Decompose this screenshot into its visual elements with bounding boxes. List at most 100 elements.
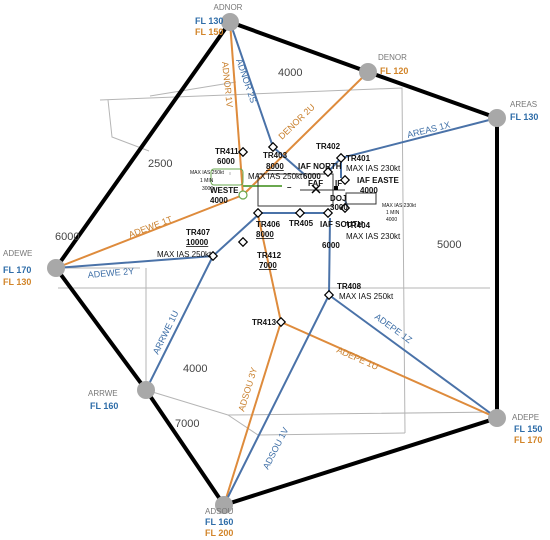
fix-tr413 (275, 316, 287, 328)
entry-denor-fl1: FL 120 (380, 66, 408, 76)
entry-adnor-fl2: FL 150 (195, 27, 223, 37)
route-label-adepe-1u: ADEPE 1U (335, 345, 380, 372)
fix-alt-iaf-north: 6000 (303, 172, 321, 181)
entry-adepe (488, 409, 506, 427)
fix-tr411 (237, 146, 249, 158)
if-marker (334, 186, 338, 190)
route-label-adewe-2y: ADEWE 2Y (87, 266, 134, 280)
sector-grid (56, 81, 501, 506)
sector-label: 7000 (175, 418, 199, 430)
entry-denor-name: DENOR (378, 53, 407, 62)
fix-tr407 (207, 250, 219, 262)
fix-label-iaf-easte: IAF EASTE (357, 176, 399, 185)
holding-pattern-east (345, 192, 377, 205)
route-adewe-1t (55, 194, 244, 269)
entry-adnor-fl1: FL 130 (195, 16, 223, 26)
fix-alt-weste: 4000 (210, 196, 228, 205)
fix-restr-tr401: MAX IAS 230kt (346, 164, 401, 173)
fix-weste (238, 190, 248, 200)
entry-adsou-name: ADSOU (205, 507, 234, 516)
fix-label-iaf-south: IAF SOUTH (320, 220, 363, 229)
entry-denor (359, 63, 377, 81)
fix-label-tr405: TR405 (289, 219, 314, 228)
holding-west-alt: 3000 (202, 186, 213, 192)
fix-alt-tr406: 8000 (256, 230, 274, 239)
fix-label-tr412: TR412 (257, 251, 282, 260)
sector-label: 4000 (183, 363, 207, 375)
faf-cross (311, 184, 321, 194)
fix-restr-tr403: MAX IAS 250kt (248, 172, 303, 181)
fix-label-weste: WESTE (210, 186, 239, 195)
airspace-boundary (53, 19, 499, 508)
entry-adewe-name: ADEWE (3, 249, 32, 258)
entry-adepe-fl2: FL 170 (514, 435, 542, 445)
entry-areas-fl1: FL 130 (510, 112, 538, 122)
entry-arrwe-name: ARRWE (88, 389, 118, 398)
fix-label-tr402: TR402 (316, 142, 341, 151)
fix-label-tr411: TR411 (215, 147, 239, 156)
grid-line (149, 81, 237, 97)
grid-line (227, 414, 406, 436)
fix-alt-iaf-easte: 4000 (360, 186, 378, 195)
grid-line (107, 99, 150, 152)
entry-adsou-fl1: FL 160 (205, 517, 233, 527)
fix-alt-tr411: 6000 (217, 157, 235, 166)
sector-label: 5000 (437, 239, 461, 251)
fix-label-faf: FAF (308, 179, 323, 188)
route-arrwe-1u (145, 255, 214, 391)
fix-label-tr407: TR407 (186, 228, 211, 237)
fix-label-if: IF (335, 179, 342, 188)
fix-label-tr401: TR401 (346, 154, 371, 163)
fix-tr408 (323, 289, 335, 301)
route-label-adsou-1v: ADSOU 1V (261, 426, 291, 471)
entry-adepe-fl1: FL 150 (514, 424, 542, 434)
route-adnor-1v (229, 21, 244, 196)
fix-tr403 (267, 141, 279, 153)
fix-tr405 (294, 207, 306, 219)
faf-marker (311, 184, 321, 194)
fix-restr-tr408: MAX IAS 250kt (339, 292, 394, 301)
route-adsou-1v (223, 217, 331, 506)
fix-alt-iaf-south: 6000 (322, 241, 340, 250)
fix-alt-tr407: 10000 (186, 238, 209, 247)
entry-adsou (215, 496, 233, 514)
entry-adewe-fl1: FL 170 (3, 265, 31, 275)
route-adepe-1u (280, 321, 498, 419)
fix-alt-tr403: 8000 (266, 162, 284, 171)
fix-iaf-easte (339, 174, 351, 186)
fix-tr402 (335, 152, 347, 164)
runway-marker: – (287, 183, 292, 192)
route-label-denor-2u: DENOR 2U (276, 102, 316, 142)
holding-west-restr: MAX IAS 250kt (190, 170, 225, 176)
entry-adewe-fl2: FL 130 (3, 277, 31, 287)
sector-label: 2500 (148, 158, 172, 170)
entry-points (47, 13, 506, 514)
fix-label-tr406: TR406 (256, 220, 281, 229)
sector-label: 4000 (278, 67, 302, 79)
entry-areas-name: AREAS (510, 100, 537, 109)
holding-east-restr: MAX IAS 230kt (382, 203, 417, 209)
route-adepe-1z (328, 294, 498, 419)
entry-areas (488, 109, 506, 127)
holding-west-time: 1 MIN (200, 178, 214, 184)
fix-restr-tr404: MAX IAS 230kt (346, 232, 401, 241)
entry-adsou-fl2: FL 200 (205, 528, 233, 538)
fix-tr404 (339, 202, 351, 214)
fix-iaf-north (322, 166, 334, 178)
fix-label-tr408: TR408 (337, 282, 362, 291)
fix-label-tr404: TR404 (346, 221, 371, 230)
fix-alt-tr412: 7000 (259, 261, 277, 270)
fix-alt-doj: 3000 (330, 203, 348, 212)
fix-tr412 (237, 236, 249, 248)
fix-restr-tr407: MAX IAS 250kt (157, 250, 212, 259)
fix-tr406 (252, 207, 264, 219)
sector-label: 6000 (55, 231, 79, 243)
entry-adnor (221, 13, 239, 31)
route-label-areas-1x: AREAS 1X (406, 120, 451, 140)
fix-iaf-south (322, 207, 334, 219)
entry-arrwe (137, 381, 155, 399)
grid-line (145, 389, 501, 416)
holding-pattern-west (210, 168, 244, 186)
